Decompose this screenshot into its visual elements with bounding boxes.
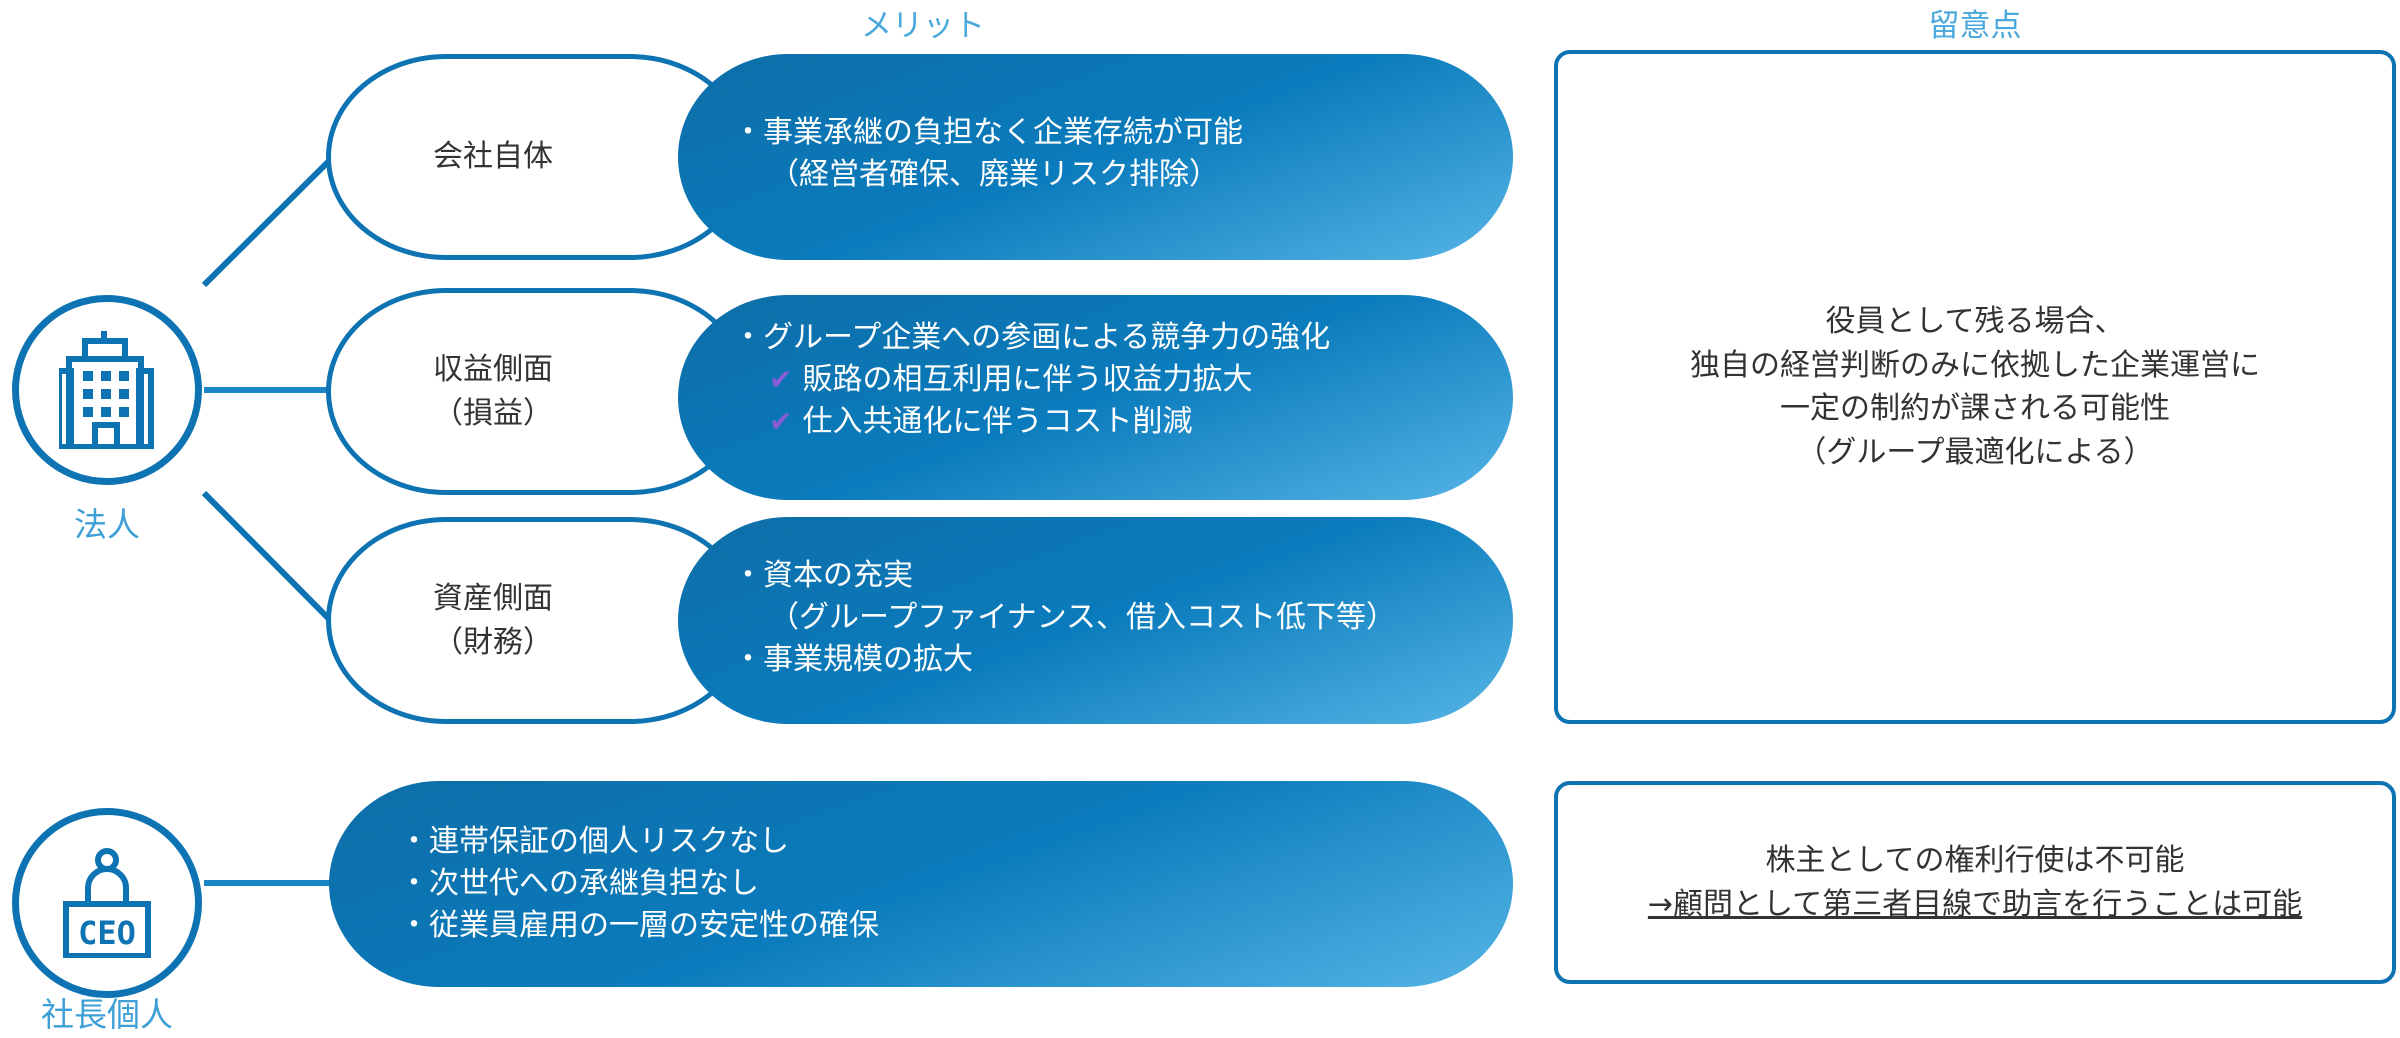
ceo-circle: CEO (12, 808, 202, 998)
merits-header: メリット (861, 8, 985, 44)
corporation-label: 法人 (74, 505, 140, 544)
merit-subitem-text: 仕入共通化に伴うコスト削減 (802, 404, 1193, 439)
cautions-header: 留意点 (1928, 8, 2022, 44)
building-icon (59, 331, 154, 449)
check-icon: ✔ (769, 405, 793, 438)
category-sublabel: （損益） (433, 395, 553, 431)
ceo-person-icon: CEO (63, 848, 151, 958)
merit-item: ・資本の充実 (733, 558, 913, 593)
caution-line: （グループ最適化による） (1796, 434, 2154, 470)
merit-subitem: ✔ 販路の相互利用に伴う収益力拡大 (733, 359, 1513, 401)
category-label: 収益側面 (433, 352, 553, 387)
connector-line (201, 490, 333, 623)
caution-line-underlined: →顧問として第三者目線で助言を行うことは可能 (1647, 886, 2303, 922)
merit-item: ・連帯保証の個人リスクなし (399, 824, 789, 859)
merit-item: （グループファイナンス、借入コスト低下等） (769, 600, 1396, 635)
category-sublabel: （財務） (433, 624, 553, 660)
category-label: 会社自体 (433, 139, 553, 175)
ceo-badge-text: CEO (78, 914, 136, 952)
category-label: 資産側面 (433, 581, 553, 616)
caution-line: 株主としての権利行使は不可能 (1765, 843, 2185, 878)
caution-line: 一定の制約が課される可能性 (1780, 391, 2170, 426)
merit-item: ・次世代への承継負担なし (399, 866, 759, 901)
corporation-circle (12, 295, 202, 485)
merit-pill-ceo: ・連帯保証の個人リスクなし ・次世代への承継負担なし ・従業員雇用の一層の安定性… (329, 781, 1513, 987)
connector-line (201, 157, 333, 288)
ceo-label: 社長個人 (41, 995, 173, 1034)
merit-pill-assets: ・資本の充実 （グループファイナンス、借入コスト低下等） ・事業規模の拡大 (678, 517, 1513, 724)
caution-line: 独自の経営判断のみに依拠した企業運営に (1690, 347, 2260, 383)
merit-item: ・事業規模の拡大 (733, 642, 973, 677)
merit-pill-profit: ・グループ企業への参画による競争力の強化 ✔ 販路の相互利用に伴う収益力拡大 ✔ 仕… (678, 295, 1513, 500)
merit-pill-company: ・事業承継の負担なく企業存続が可能 （経営者確保、廃業リスク排除） (678, 54, 1513, 260)
category-assets: 資産側面 （財務） (326, 517, 750, 724)
merit-item: ・グループ企業への参画による競争力の強化 (733, 320, 1331, 355)
caution-box-ceo: 株主としての権利行使は不可能 →顧問として第三者目線で助言を行うことは可能 (1554, 781, 2396, 984)
check-icon: ✔ (769, 363, 793, 396)
merit-item: ・事業承継の負担なく企業存続が可能 (733, 115, 1243, 150)
caution-line: 役員として残る場合、 (1825, 304, 2125, 339)
merit-subitem-text: 販路の相互利用に伴う収益力拡大 (802, 362, 1253, 397)
merit-subitem: ✔ 仕入共通化に伴うコスト削減 (733, 401, 1513, 443)
caution-box-corporation: 役員として残る場合、 独自の経営判断のみに依拠した企業運営に 一定の制約が課され… (1554, 50, 2396, 724)
merit-item: （経営者確保、廃業リスク排除） (769, 157, 1219, 192)
merit-item: ・従業員雇用の一層の安定性の確保 (399, 908, 879, 943)
